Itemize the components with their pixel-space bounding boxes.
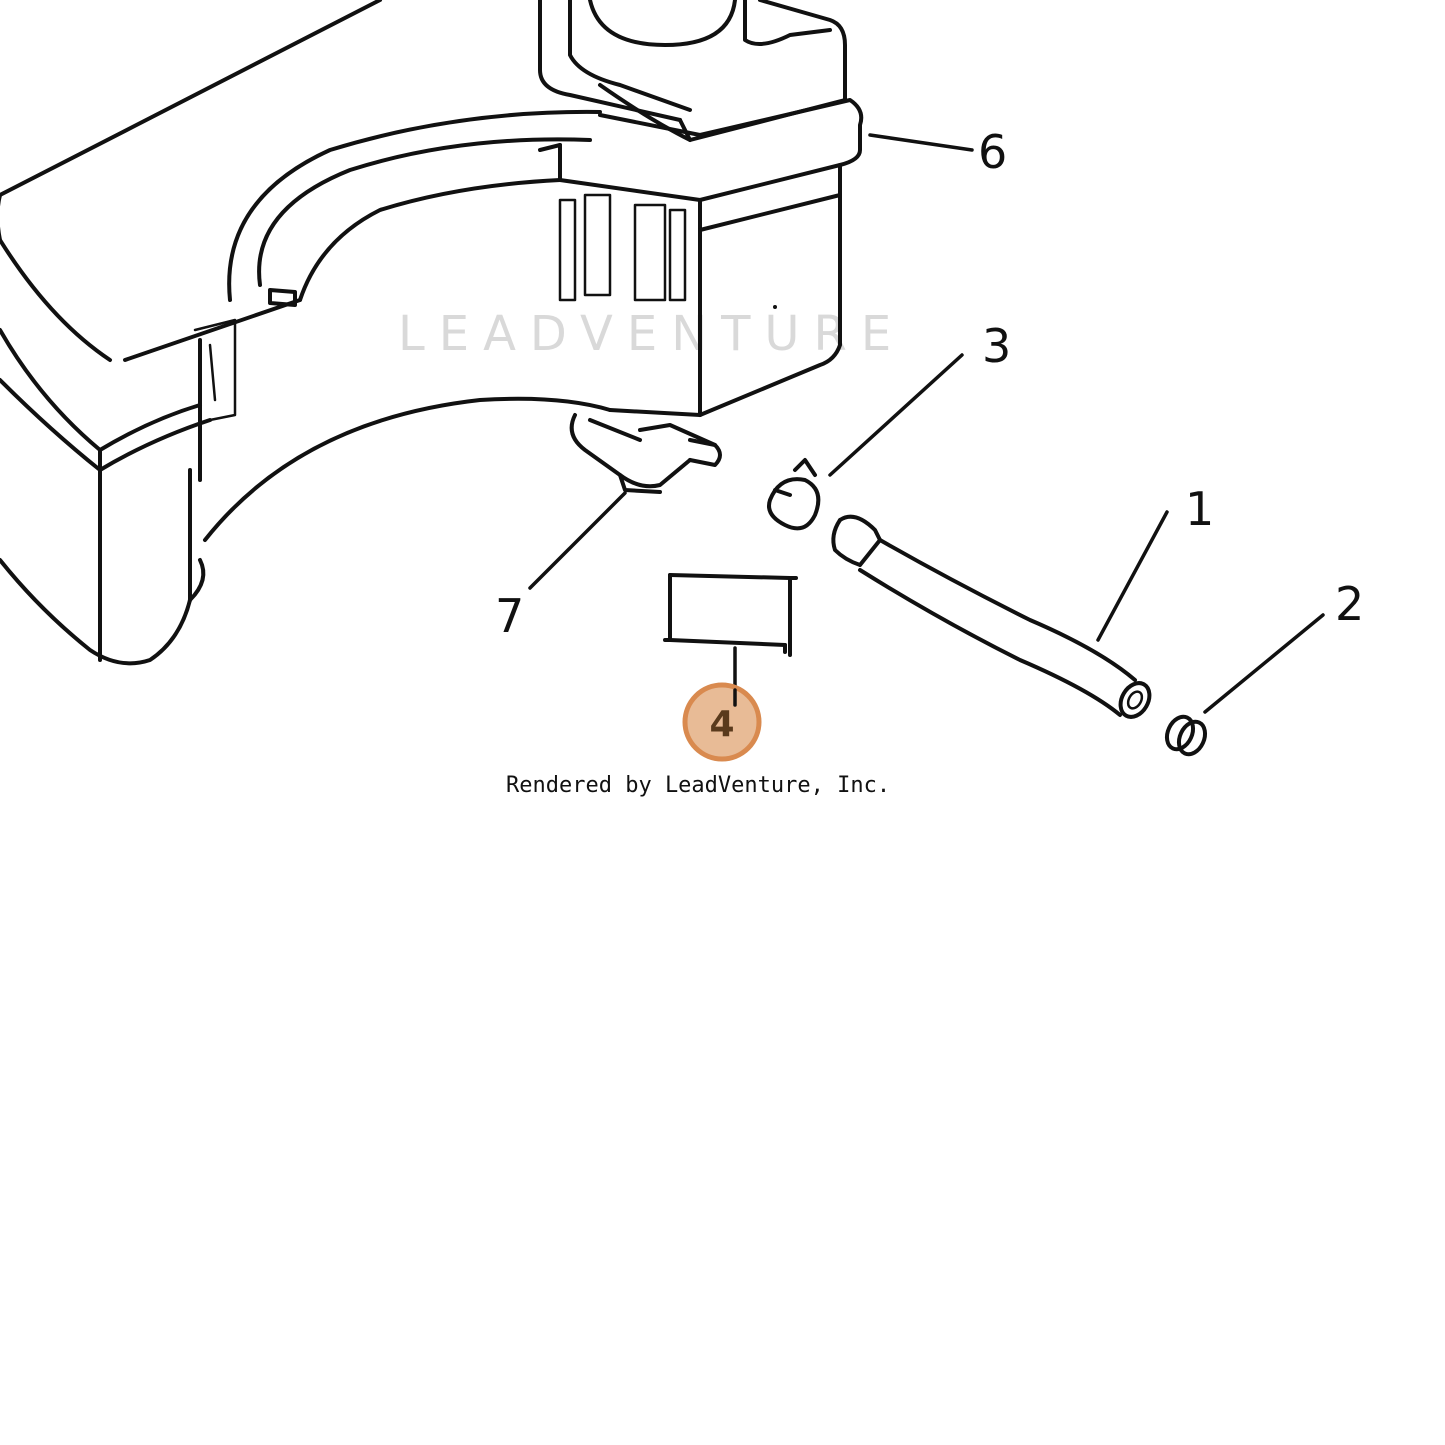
- leader-line-7: [528, 491, 627, 590]
- fuel-hose: [831, 514, 1152, 719]
- leader-line-3: [828, 353, 964, 477]
- callout-3[interactable]: 3: [982, 319, 1011, 373]
- decal-part: [663, 573, 798, 657]
- leader-line-6: [868, 133, 974, 152]
- hose-clamp: [767, 458, 821, 531]
- tank-right-wall: [558, 193, 842, 417]
- watermark-text: LEADVENTURE: [398, 306, 905, 362]
- callout-6[interactable]: 6: [978, 125, 1007, 179]
- fuel-tank: [0, 0, 382, 666]
- callout-2[interactable]: 2: [1335, 577, 1364, 631]
- leader-line-1: [1096, 510, 1169, 642]
- credit-text: Rendered by LeadVenture, Inc.: [506, 773, 890, 798]
- spring-clip: [1164, 714, 1208, 757]
- callout-7[interactable]: 7: [495, 589, 524, 643]
- hotspot-4-circle[interactable]: [682, 682, 762, 762]
- hotspot-4[interactable]: 4: [682, 682, 762, 762]
- callout-4[interactable]: 4: [709, 704, 734, 745]
- filler-neck: [538, 0, 847, 142]
- leader-line-2: [1203, 613, 1325, 714]
- tank-rim: [538, 98, 864, 232]
- fuel-valve: [569, 413, 722, 494]
- callout-1[interactable]: 1: [1185, 482, 1214, 536]
- tank-saddle: [188, 109, 612, 602]
